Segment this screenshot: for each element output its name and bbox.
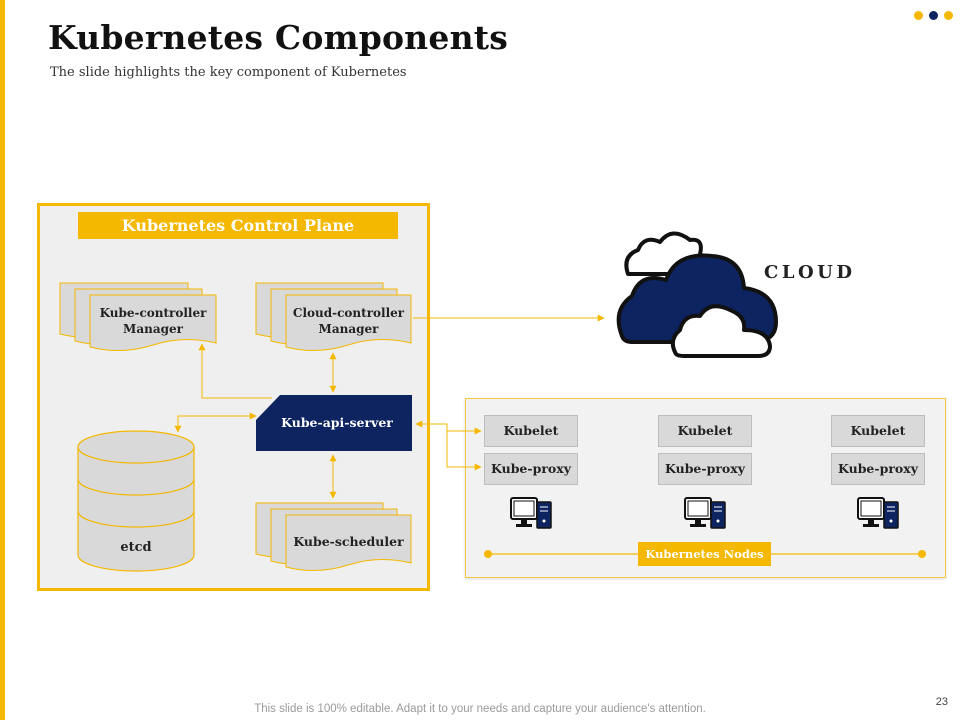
cloud-icon [616, 231, 778, 358]
node-3-kube-proxy: Kube-proxy [831, 453, 925, 485]
node-2-kube-proxy: Kube-proxy [658, 453, 752, 485]
node-3-kubelet: Kubelet [831, 415, 925, 447]
computer-icon [857, 497, 899, 529]
cloud-controller-line-1: Cloud-controller [292, 306, 405, 320]
etcd-label: etcd [120, 540, 152, 555]
decor-dot-2 [929, 11, 938, 20]
accent-bar [0, 0, 5, 720]
page-title: Kubernetes Components [48, 18, 508, 57]
kube-controller-manager-label: Kube-controller Manager [90, 305, 216, 337]
cloud-controller-line-2: Manager [318, 322, 379, 336]
page-subtitle: The slide highlights the key component o… [50, 65, 407, 80]
kube-api-server-label: Kube-api-server [281, 415, 393, 430]
etcd-database-icon [77, 430, 195, 572]
kube-scheduler-doc [255, 502, 412, 571]
api-server-shape [256, 395, 412, 451]
node-2-kubelet: Kubelet [658, 415, 752, 447]
kubernetes-nodes-label: Kubernetes Nodes [638, 542, 771, 566]
cloud-controller-manager-label: Cloud-controller Manager [286, 305, 411, 337]
node-1-kubelet: Kubelet [484, 415, 578, 447]
cloud-controller-manager-doc [255, 282, 412, 351]
node-1-kube-proxy: Kube-proxy [484, 453, 578, 485]
kube-controller-manager-doc [59, 282, 217, 352]
kube-controller-line-1: Kube-controller [99, 306, 207, 320]
footer-note: This slide is 100% editable. Adapt it to… [254, 703, 706, 715]
kube-controller-line-2: Manager [123, 322, 183, 336]
decor-dot-1 [914, 11, 923, 20]
decor-dot-3 [944, 11, 953, 20]
connectors [174, 314, 605, 499]
page-number: 23 [935, 696, 948, 708]
computer-icon [510, 497, 552, 529]
cloud-label: CLOUD [764, 262, 856, 283]
computer-icon [684, 497, 726, 529]
kube-scheduler-label: Kube-scheduler [293, 534, 404, 549]
control-plane-label: Kubernetes Control Plane [78, 212, 398, 239]
